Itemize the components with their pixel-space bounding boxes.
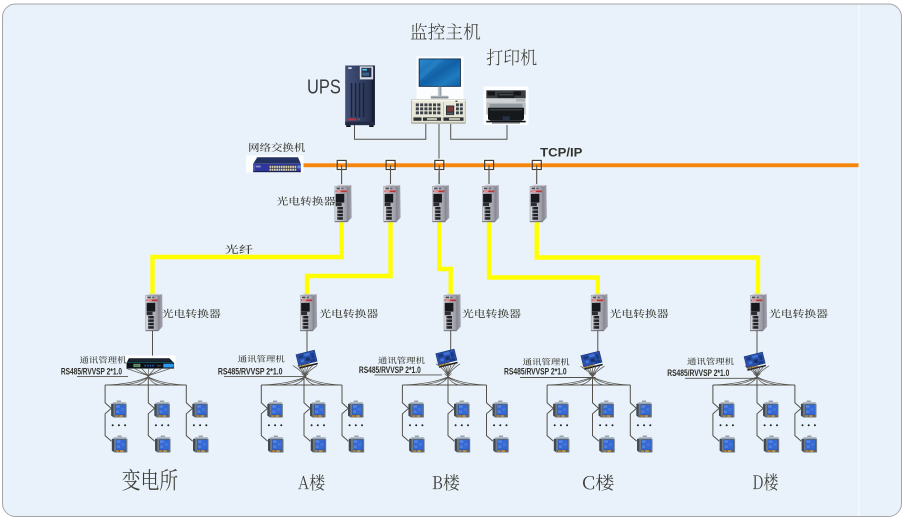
svg-text:RS485/RVVSP 2*1.0: RS485/RVVSP 2*1.0 bbox=[218, 366, 283, 376]
svg-text:RS485/RVVSP 2*1.0: RS485/RVVSP 2*1.0 bbox=[359, 365, 421, 375]
svg-text:TCP/IP: TCP/IP bbox=[540, 146, 582, 160]
svg-text:RS485/RVVSP 2*1.0: RS485/RVVSP 2*1.0 bbox=[61, 367, 122, 377]
svg-text:RS485/RVVSP 2*1.0: RS485/RVVSP 2*1.0 bbox=[504, 367, 567, 377]
svg-text:UPS: UPS bbox=[307, 77, 341, 99]
svg-text:RS485/RVVSP 2*1.0: RS485/RVVSP 2*1.0 bbox=[667, 368, 729, 378]
